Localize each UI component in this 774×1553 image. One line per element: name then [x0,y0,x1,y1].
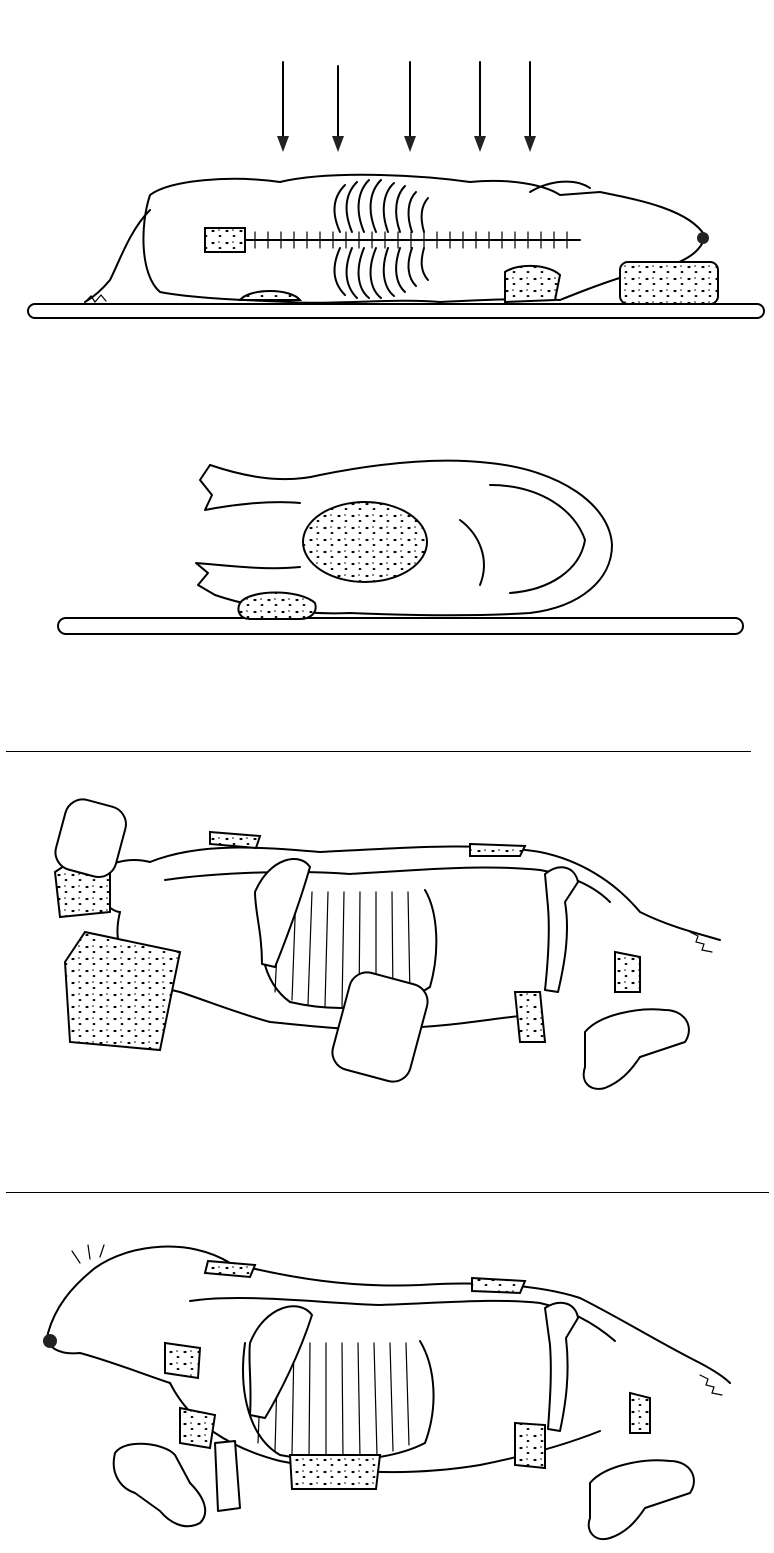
arrow-5 [524,62,536,152]
compression-arrows [277,62,536,152]
panel-lateral-left [0,752,774,1192]
spine [205,228,580,252]
lateral-right-illustration [0,1193,774,1553]
panel-rear-view [0,345,774,750]
arrow-1 [277,62,289,152]
foam-pads [240,262,718,304]
dorsoventral-illustration [0,0,774,345]
foam-pads [51,795,688,1088]
foam-pads [238,502,427,619]
panel-lateral-right [0,1193,774,1553]
x-ray-table [58,618,743,634]
arrow-4 [474,62,486,152]
x-ray-table [28,304,764,318]
arrow-3 [404,62,416,152]
arrow-2 [332,66,344,152]
rear-view-illustration [0,345,774,750]
dog-body-outline [85,175,709,303]
skeleton [190,1298,615,1511]
foam-pads [114,1261,694,1539]
dog-outline [43,1245,730,1472]
lateral-left-illustration [0,752,774,1192]
panel-dorsoventral [0,0,774,345]
